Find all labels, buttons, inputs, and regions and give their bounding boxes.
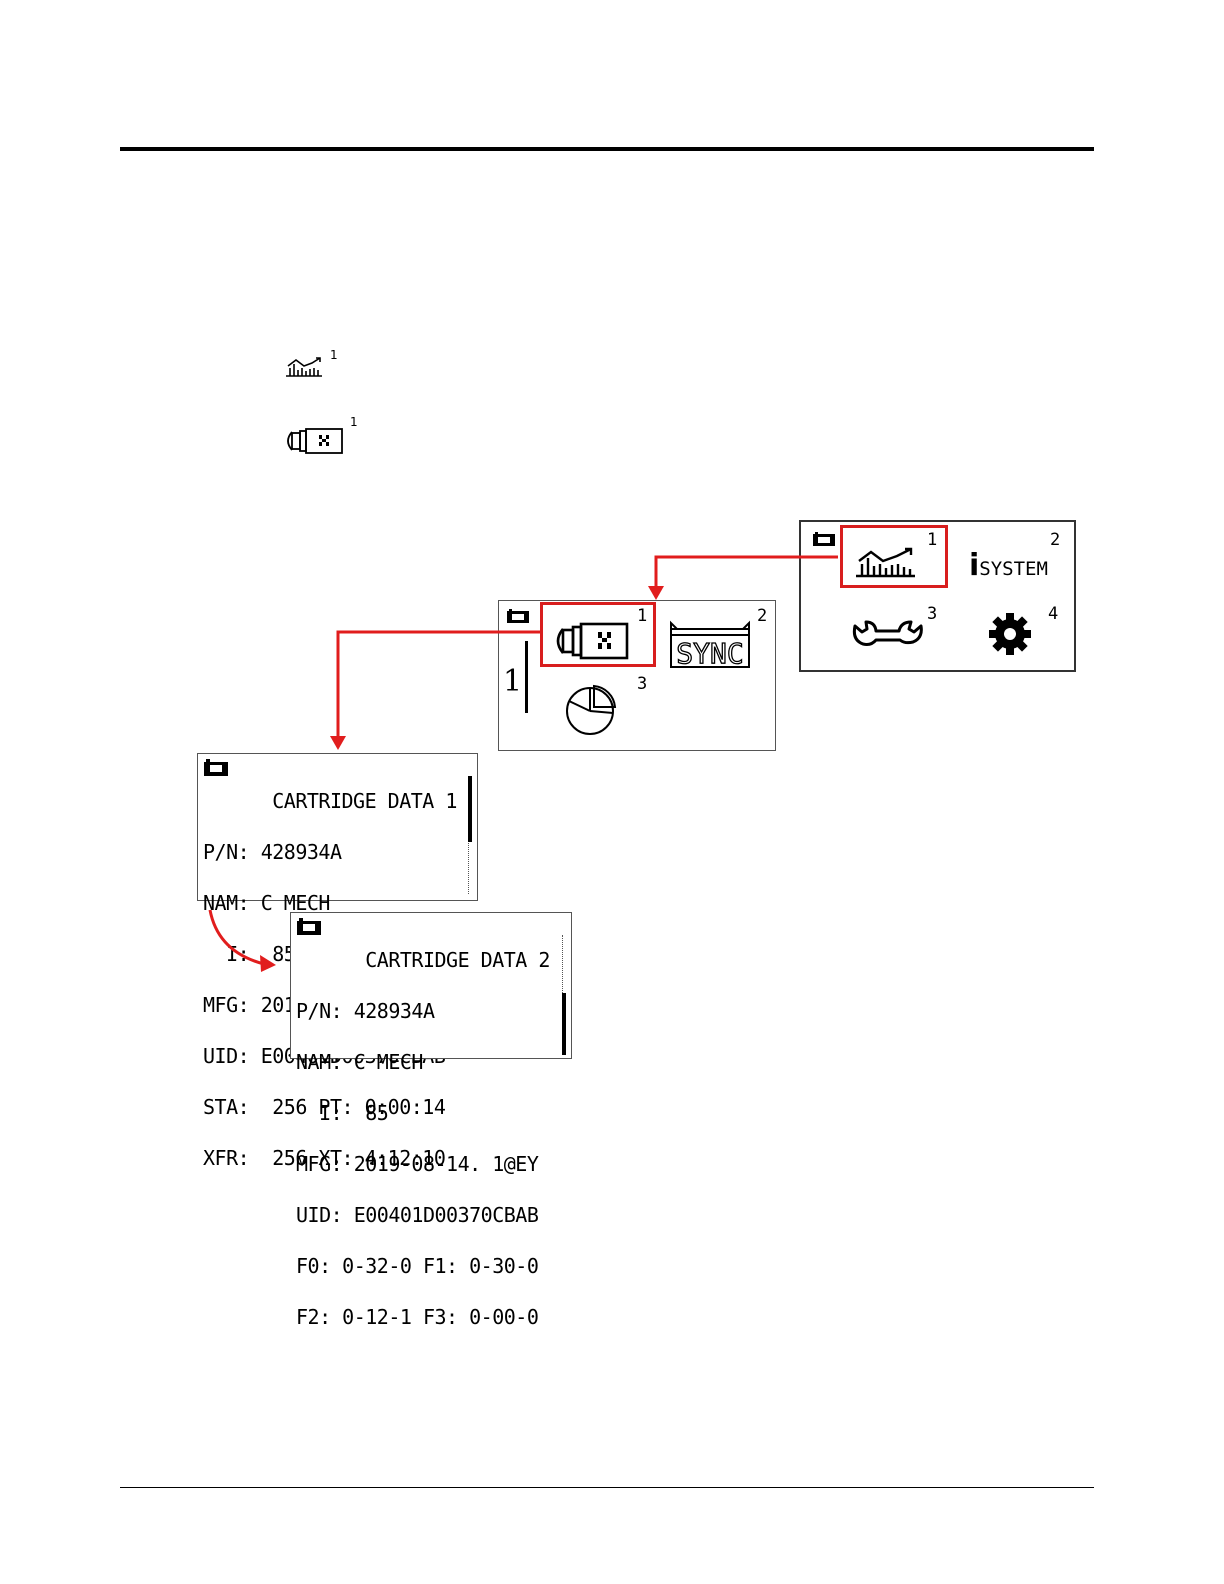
screen-title: CARTRIDGE DATA 2: [365, 948, 550, 972]
item-number: 1: [927, 530, 938, 550]
data-line: MFG: 2019-08-14. 1@EY: [296, 1152, 539, 1176]
data-line: I: 85: [296, 1101, 389, 1125]
cartridge-data-1-screen: CARTRIDGE DATA 1 P/N: 428934A NAM: C MEC…: [197, 753, 478, 1168]
data-line: STA: 256 PT: 0:00:14: [203, 1095, 446, 1119]
scroll-thumb[interactable]: [468, 776, 472, 842]
trend-chart-icon: [286, 357, 322, 377]
item-number: 4: [1048, 604, 1059, 624]
cartridge-menu-highlight: [540, 602, 656, 667]
footer-rule: [120, 1487, 1094, 1488]
item-number: 2: [1050, 530, 1061, 550]
isystem-icon: iSYSTEM: [969, 548, 1048, 583]
arrow-main-to-cartridge: [654, 555, 838, 588]
cartridge-icon: [556, 622, 629, 660]
data-line: P/N: 428934A: [296, 999, 435, 1023]
item-number: 2: [757, 606, 768, 626]
screen-status-icon: [204, 759, 228, 776]
legend-cartridge-superscript: 1: [350, 415, 358, 429]
scroll-thumb[interactable]: [562, 993, 566, 1055]
data-line: NAM: C MECH: [203, 891, 330, 915]
screen-status-icon: [297, 918, 321, 935]
item-number: 3: [927, 604, 938, 624]
data-line: NAM: C MECH: [296, 1050, 423, 1074]
cartridge-data-2-screen: CARTRIDGE DATA 2 P/N: 428934A NAM: C MEC…: [290, 912, 572, 1327]
legend-chart-superscript: 1: [330, 348, 338, 362]
scroll-bar[interactable]: [525, 641, 528, 713]
sync-icon: SYNC: [670, 620, 750, 669]
screen-title: CARTRIDGE DATA 1: [272, 789, 457, 813]
cartridge-data-2-text: CARTRIDGE DATA 2 P/N: 428934A NAM: C MEC…: [296, 918, 550, 1360]
pie-chart-icon: [566, 684, 617, 735]
data-line: F2: 0-12-1 F3: 0-00-0: [296, 1305, 539, 1329]
data-line: XFR: 256 XT: 4:12:10: [203, 1146, 446, 1170]
item-number: 3: [637, 674, 648, 694]
sync-label: SYNC: [676, 637, 743, 669]
data-line: UID: E00401D00370CBAB: [296, 1203, 539, 1227]
gear-icon: [989, 613, 1031, 655]
item-number: 1: [637, 606, 648, 626]
cartridge-icon: [287, 428, 343, 454]
cartridge-menu-screen: 1 2 SYNC 3: [498, 600, 776, 751]
side-digit: 1: [503, 664, 523, 699]
data-line: F0: 0-32-0 F1: 0-30-0: [296, 1254, 539, 1278]
arrow-data1-to-data2: [208, 909, 265, 966]
main-menu-highlight: [840, 525, 948, 588]
main-menu-screen: 1 2 iSYSTEM 3 4: [799, 520, 1076, 672]
screen-status-icon: [507, 609, 529, 623]
wrench-icon: [852, 620, 923, 646]
arrow-cartridge-to-data1: [336, 630, 540, 738]
trend-chart-icon: [856, 547, 915, 578]
screen-status-icon: [813, 532, 835, 546]
header-rule: [120, 147, 1094, 151]
data-line: P/N: 428934A: [203, 840, 342, 864]
